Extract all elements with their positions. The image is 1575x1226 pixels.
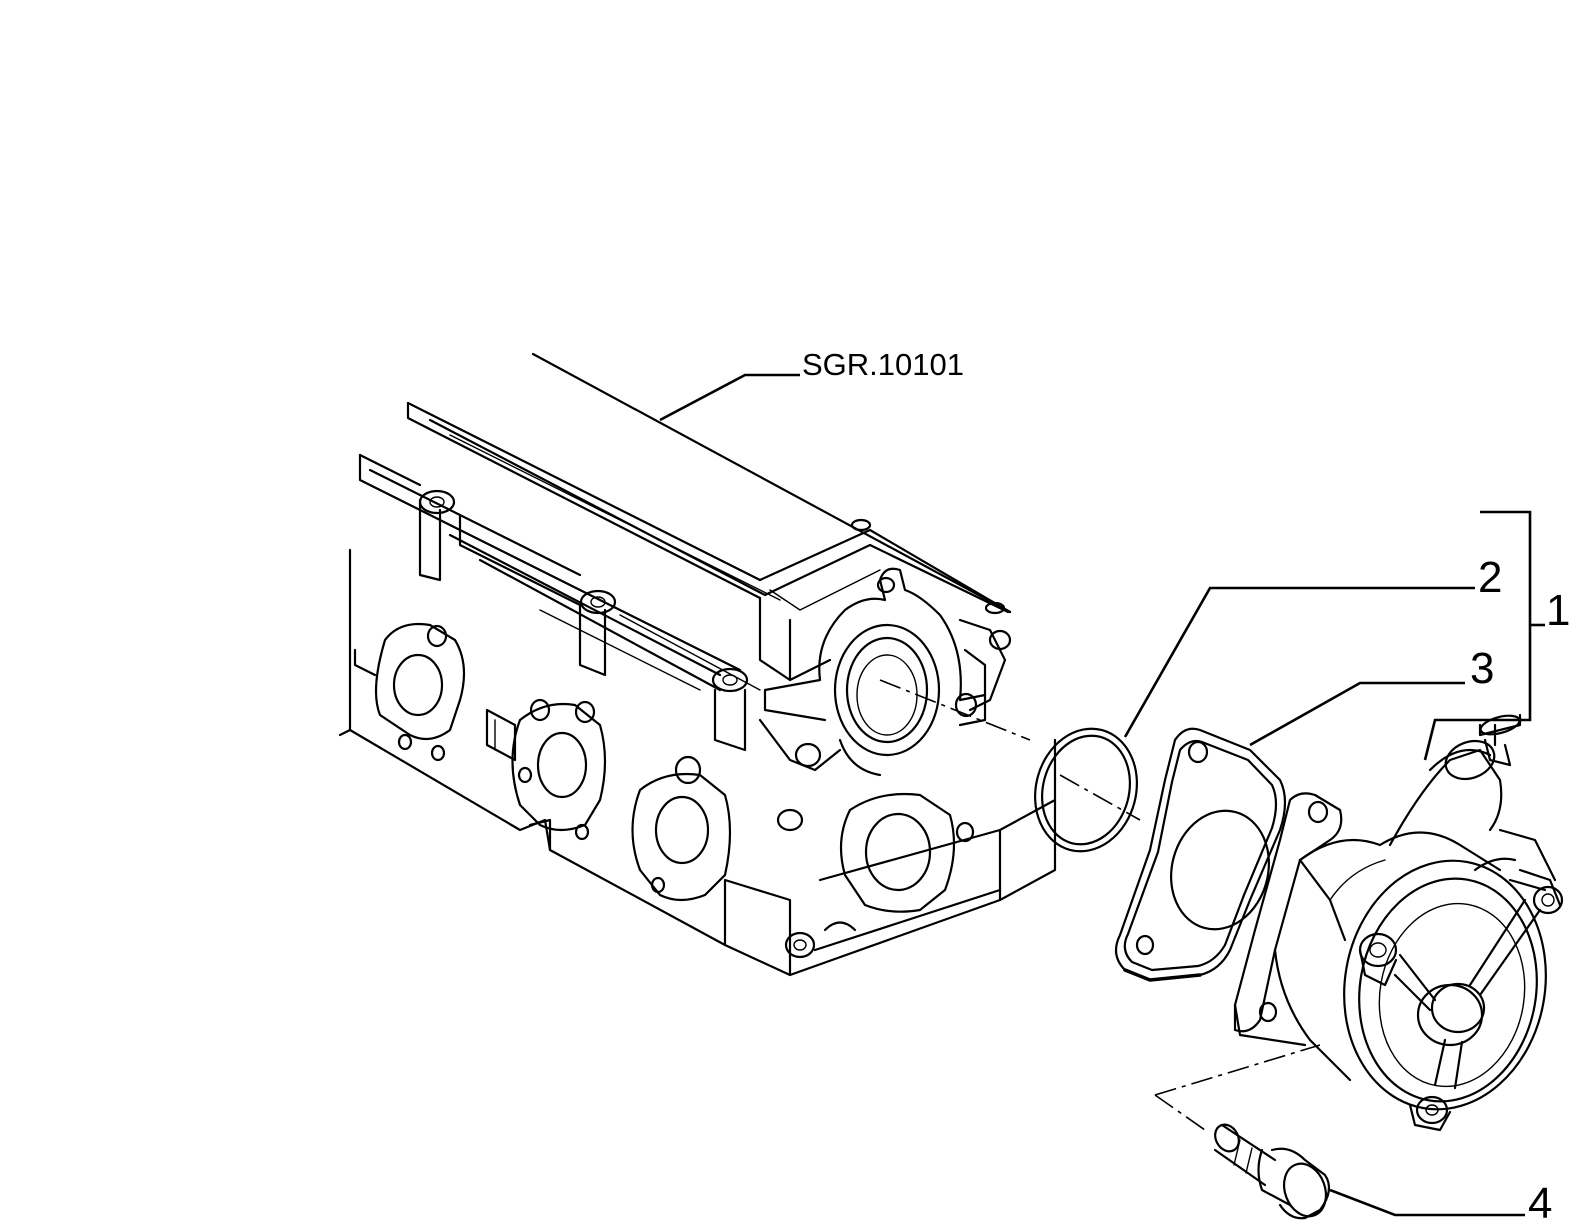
callout-3: 3 [1470,644,1494,693]
callout-1: 1 [1546,586,1570,635]
reference-label-cylinder-head: SGR.10101 [802,347,964,382]
port-row [374,622,975,959]
leader-lines [659,373,1545,1217]
assembly-axis-2 [1059,774,1141,821]
o-ring-part-2 [1034,727,1138,853]
assembly-axis [879,679,1031,741]
bolt-axis-2 [1154,1094,1206,1131]
gasket-part-3 [1114,727,1287,982]
cylinder-head-assembly [338,352,1057,977]
callout-2: 2 [1478,553,1502,602]
vacuum-pump-part-1 [1233,713,1564,1132]
bolt-part-4 [1213,1123,1331,1220]
callout-4: 4 [1528,1179,1552,1226]
head-pump-mount-flange [763,567,987,777]
bolt-axis [1154,1044,1321,1096]
